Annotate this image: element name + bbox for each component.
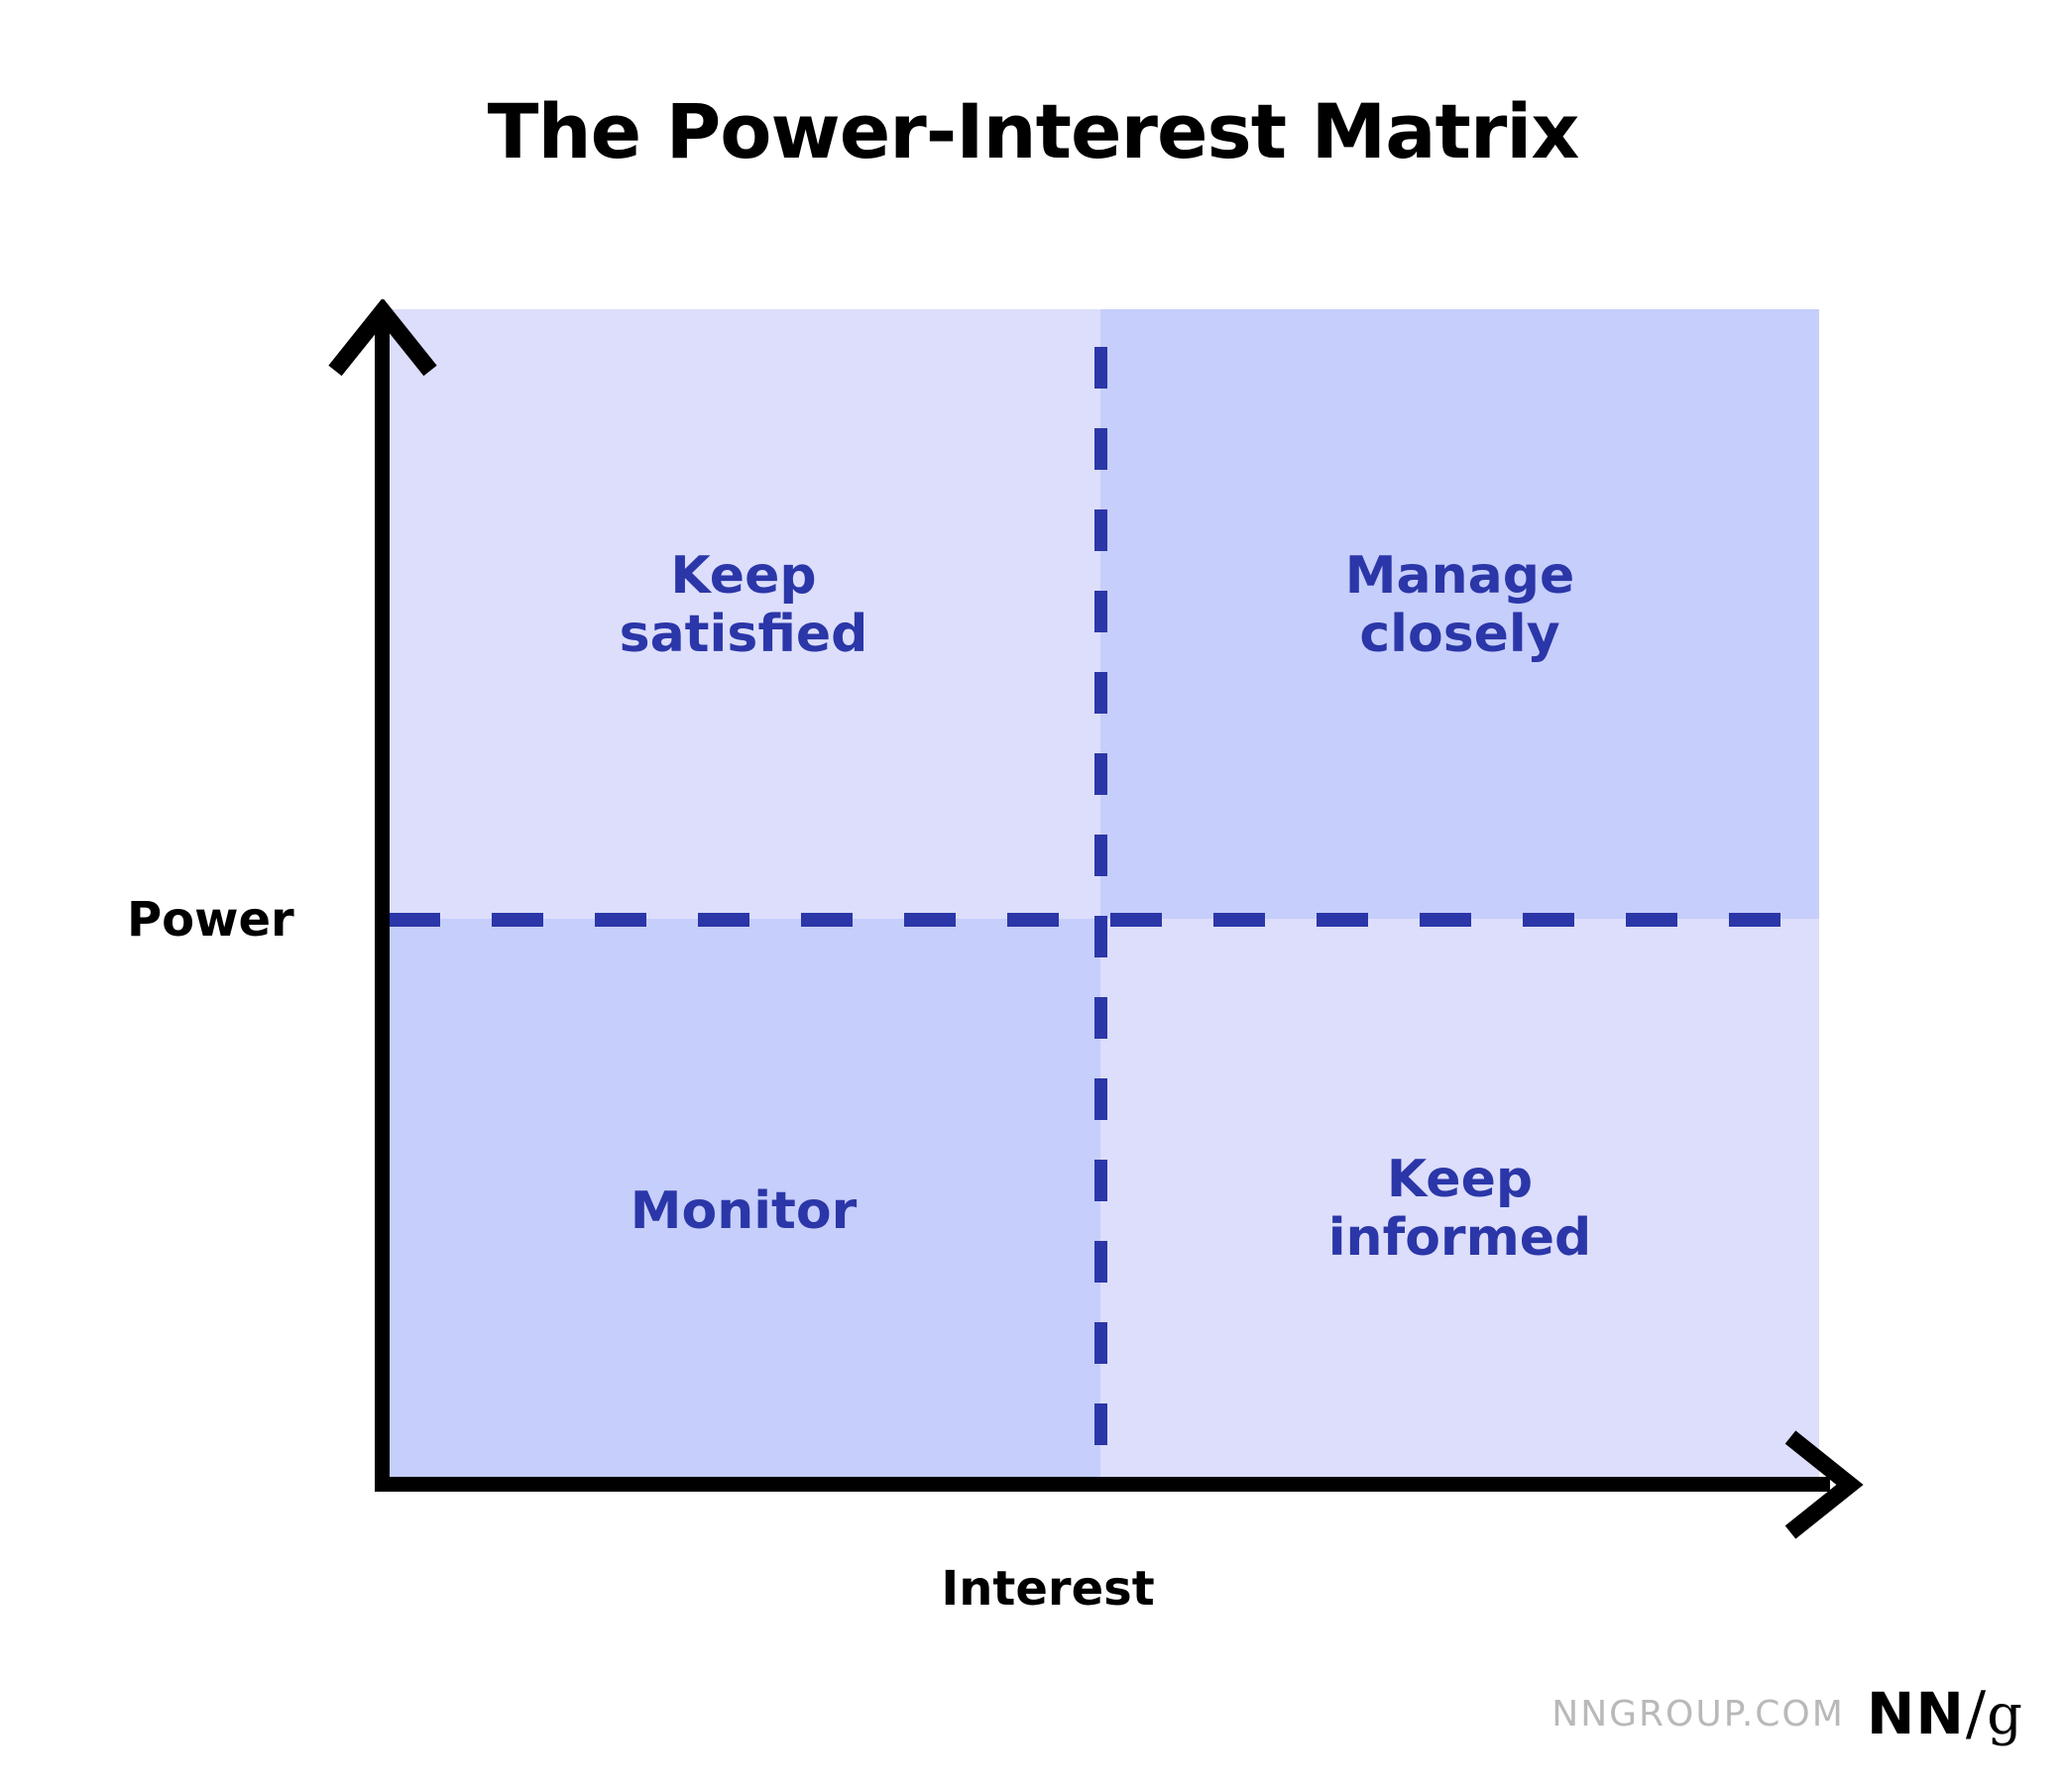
x-axis-arrow-icon xyxy=(1784,1430,1864,1539)
quadrant-monitor: Monitor xyxy=(387,919,1100,1489)
quadrant-manage-closely: Manage closely xyxy=(1100,309,1819,919)
nng-logo-nn: NN xyxy=(1866,1680,1965,1747)
x-axis-label: Interest xyxy=(941,1561,1155,1617)
footer-branding: NNGROUP.COM NN / g xyxy=(1551,1679,2022,1748)
x-axis-line xyxy=(375,1477,1830,1492)
page-title: The Power-Interest Matrix xyxy=(487,87,1580,175)
nng-logo-slash: / xyxy=(1965,1679,1987,1748)
nng-logo: NN / g xyxy=(1867,1679,2022,1748)
nng-logo-g: g xyxy=(1987,1683,2022,1747)
quadrant-label-keep-informed: Keep informed xyxy=(1327,1150,1592,1268)
divider-horizontal-dashed xyxy=(389,913,1826,927)
quadrant-keep-informed: Keep informed xyxy=(1100,919,1819,1489)
y-axis-line xyxy=(375,309,390,1492)
quadrant-keep-satisfied: Keep satisfied xyxy=(387,309,1100,919)
quadrant-label-keep-satisfied: Keep satisfied xyxy=(619,546,868,664)
quadrant-label-monitor: Monitor xyxy=(630,1181,858,1241)
y-axis-label: Power xyxy=(127,892,294,948)
footer-domain-text: NNGROUP.COM xyxy=(1551,1693,1845,1735)
quadrant-label-manage-closely: Manage closely xyxy=(1344,546,1575,664)
y-axis-arrow-icon xyxy=(328,299,437,377)
